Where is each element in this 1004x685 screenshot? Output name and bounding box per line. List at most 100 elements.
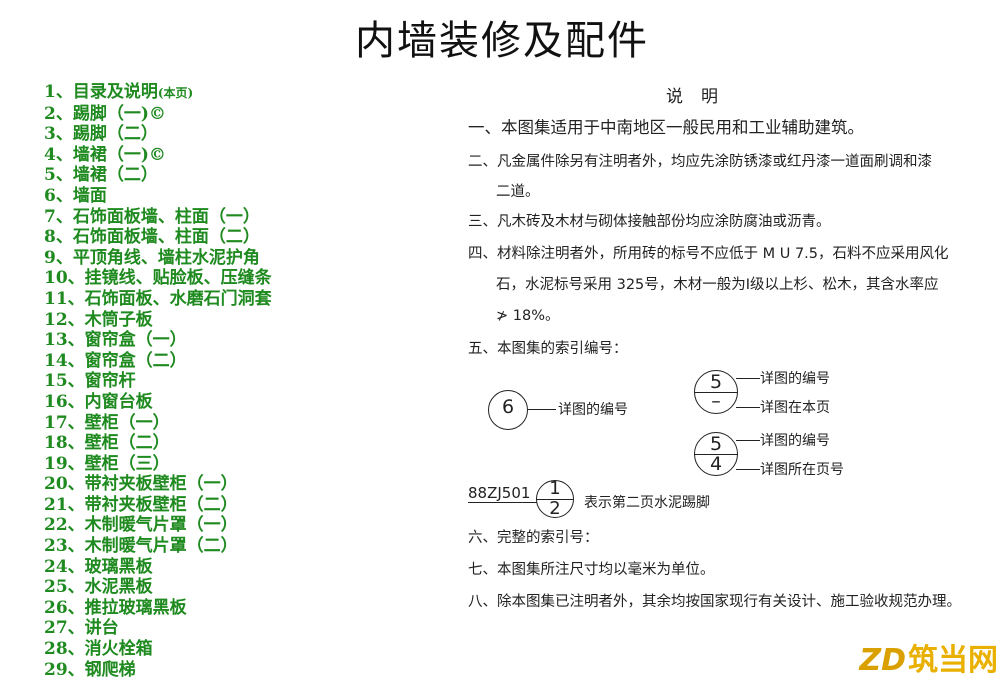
leader-line — [528, 409, 556, 410]
toc-item-label: 5、墙裙（二） — [44, 165, 158, 186]
leader-line — [736, 407, 760, 408]
toc-item: 18、壁柜（二） — [44, 433, 272, 454]
toc-item: 29、钢爬梯 — [44, 660, 272, 681]
toc-item: 11、石饰面板、水磨石门洞套 — [44, 289, 272, 310]
note-1: 一、本图集适用于中南地区一般民用和工业辅助建筑。 — [468, 118, 864, 137]
toc-item: 15、窗帘杆 — [44, 371, 272, 392]
note-7: 七、本图集所注尺寸均以毫米为单位。 — [468, 562, 715, 578]
detail-number: 5 — [709, 433, 723, 455]
circle-divider — [694, 392, 738, 393]
toc-item: 28、消火栓箱 — [44, 639, 272, 660]
note-4-cont2: ≯ 18%。 — [496, 308, 560, 324]
page-number: – — [711, 390, 721, 412]
toc-item: 16、内窗台板 — [44, 392, 272, 413]
toc-item: 19、壁柜（三） — [44, 454, 272, 475]
leader-line — [736, 440, 760, 441]
toc-item: 21、带衬夹板壁柜（二） — [44, 495, 272, 516]
toc-item-label: 16、内窗台板 — [44, 391, 153, 412]
toc-item-label: 19、壁柜（三） — [44, 453, 170, 474]
index-label: 表示第二页水泥踢脚 — [584, 495, 710, 511]
toc-item-label: 3、踢脚（二） — [44, 124, 158, 145]
toc-item-label: 12、木筒子板 — [44, 309, 153, 330]
toc-item-label: 14、窗帘盒（二） — [44, 350, 187, 371]
toc-item-label: 21、带衬夹板壁柜（二） — [44, 494, 238, 515]
toc-item-label: 2、踢脚（一)© — [44, 103, 166, 124]
notes-heading: 说明 — [666, 87, 736, 107]
toc-item-label: 15、窗帘杆 — [44, 371, 136, 392]
toc-item: 27、讲台 — [44, 618, 272, 639]
toc-item-label: 8、石饰面板墙、柱面（二） — [44, 227, 260, 248]
toc-item: 3、踢脚（二） — [44, 124, 272, 145]
toc-item: 8、石饰面板墙、柱面（二） — [44, 227, 272, 248]
note-4-cont1: 石，水泥标号采用 325号，木材一般为Ⅰ级以上杉、松木，其含水率应 — [496, 277, 939, 293]
toc-item: 7、石饰面板墙、柱面（一） — [44, 207, 272, 228]
toc-item-label: 1、目录及说明 — [44, 82, 158, 102]
toc-item-label: 13、窗帘盒（一） — [44, 330, 187, 351]
leader-line — [736, 469, 760, 470]
toc-item: 12、木筒子板 — [44, 310, 272, 331]
leader-line — [736, 378, 760, 379]
toc-item-label: 27、讲台 — [44, 618, 119, 639]
watermark-logo: ZD筑当网 — [859, 635, 998, 679]
toc-item-label: 22、木制暖气片罩（一） — [44, 515, 238, 536]
watermark-text: 筑当网 — [908, 643, 998, 678]
page-title: 内墙装修及配件 — [355, 18, 649, 64]
note-3: 三、凡木砖及木材与砌体接触部份均应涂防腐油或沥青。 — [468, 214, 831, 230]
note-8: 八、除本图集已注明者外，其余均按国家现行有关设计、施工验收规范办理。 — [468, 594, 961, 610]
toc-item: 17、壁柜（一） — [44, 413, 272, 434]
note-5: 五、本图集的索引编号： — [468, 341, 628, 357]
note-4: 四、材料除注明者外，所用砖的标号不应低于 M U 7.5，石料不应采用风化 — [468, 246, 949, 262]
index-label: 详图在本页 — [760, 400, 830, 416]
index-label: 详图的编号 — [558, 402, 628, 418]
toc-item-label: 18、壁柜（二） — [44, 433, 170, 454]
toc-item-label: 20、带衬夹板壁柜（一） — [44, 474, 238, 495]
toc-item: 25、水泥黑板 — [44, 577, 272, 598]
toc-item-label: 9、平顶角线、墙柱水泥护角 — [44, 247, 260, 268]
index-circle-simple — [488, 390, 528, 430]
index-label: 详图所在页号 — [760, 462, 844, 478]
toc-item: 4、墙裙（一)© — [44, 145, 272, 166]
table-of-contents: 1、目录及说明(本页)2、踢脚（一)©3、踢脚（二）4、墙裙（一)©5、墙裙（二… — [44, 82, 272, 680]
toc-item-label: 28、消火栓箱 — [44, 639, 153, 660]
toc-item: 10、挂镜线、贴脸板、压缝条 — [44, 268, 272, 289]
page-number: 2 — [549, 498, 561, 519]
toc-item: 5、墙裙（二） — [44, 165, 272, 186]
toc-item-label: 7、石饰面板墙、柱面（一） — [44, 206, 260, 227]
toc-item-label: 29、钢爬梯 — [44, 659, 136, 680]
standard-code: 88ZJ501 — [468, 484, 531, 502]
toc-item-label: 6、墙面 — [44, 185, 107, 206]
note-2: 二、凡金属件除另有注明者外，均应先涂防锈漆或红丹漆一道面刷调和漆 — [468, 154, 932, 170]
toc-item: 13、窗帘盒（一） — [44, 330, 272, 351]
toc-item: 23、木制暖气片罩（二） — [44, 536, 272, 557]
toc-item: 6、墙面 — [44, 186, 272, 207]
circle-divider — [536, 499, 574, 500]
toc-item-label: 11、石饰面板、水磨石门洞套 — [44, 288, 272, 309]
toc-item: 9、平顶角线、墙柱水泥护角 — [44, 248, 272, 269]
index-label: 详图的编号 — [760, 371, 830, 387]
toc-item-note: (本页) — [157, 86, 194, 100]
index-label: 详图的编号 — [760, 433, 830, 449]
note-2-cont: 二道。 — [496, 184, 540, 200]
toc-item: 26、推拉玻璃黑板 — [44, 598, 272, 619]
toc-item: 14、窗帘盒（二） — [44, 351, 272, 372]
toc-item-label: 24、玻璃黑板 — [44, 556, 153, 577]
detail-number: 1 — [549, 478, 561, 499]
toc-item-label: 23、木制暖气片罩（二） — [44, 536, 238, 557]
toc-item-label: 4、墙裙（一)© — [44, 144, 166, 165]
index-number: 6 — [501, 396, 515, 418]
toc-item-label: 17、壁柜（一） — [44, 412, 170, 433]
toc-item-label: 25、水泥黑板 — [44, 577, 153, 598]
toc-item-label: 26、推拉玻璃黑板 — [44, 597, 187, 618]
toc-item: 1、目录及说明(本页) — [44, 82, 272, 104]
circle-divider — [694, 454, 738, 455]
detail-number: 5 — [709, 371, 723, 393]
note-6: 六、完整的索引号： — [468, 530, 599, 546]
toc-item-label: 10、挂镜线、贴脸板、压缝条 — [44, 268, 272, 289]
watermark-prefix: ZD — [859, 643, 906, 678]
toc-item: 2、踢脚（一)© — [44, 104, 272, 125]
page-number: 4 — [709, 453, 723, 475]
code-underline — [468, 502, 538, 503]
toc-item: 22、木制暖气片罩（一） — [44, 515, 272, 536]
toc-item: 20、带衬夹板壁柜（一） — [44, 474, 272, 495]
toc-item: 24、玻璃黑板 — [44, 557, 272, 578]
